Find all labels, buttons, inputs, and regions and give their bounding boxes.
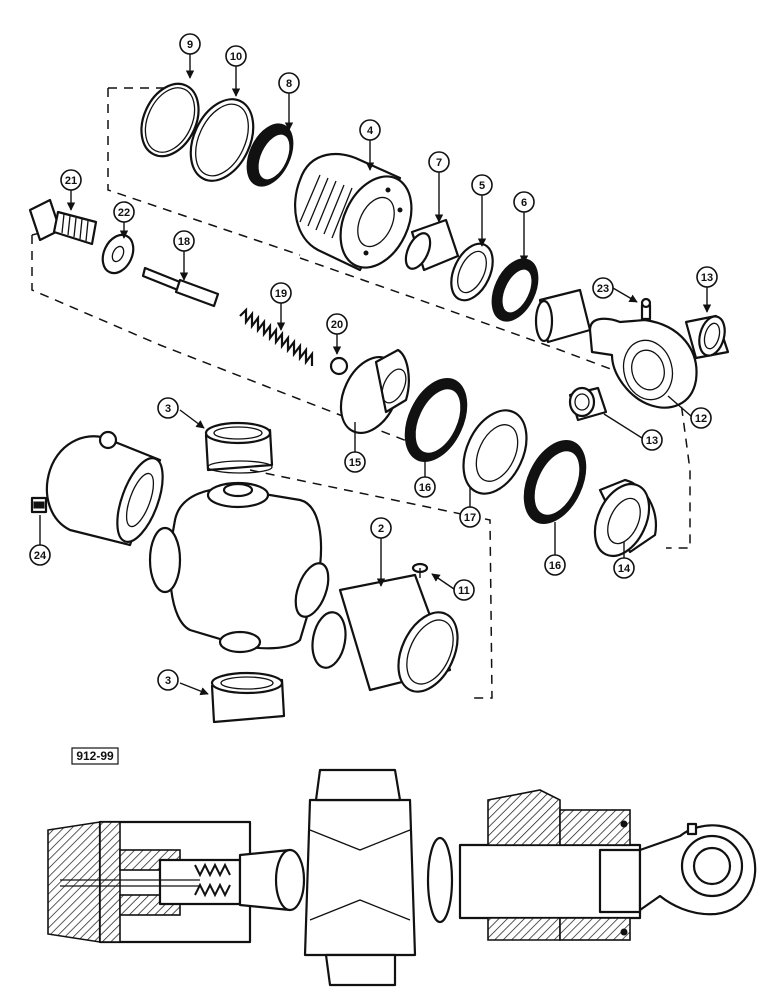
callout-17: 17	[459, 506, 481, 528]
callout-19: 19	[270, 282, 292, 304]
svg-text:23: 23	[597, 283, 609, 295]
callout-15: 15	[344, 451, 366, 473]
callout-5: 5	[471, 174, 493, 196]
part-18-pin	[141, 266, 220, 308]
svg-text:10: 10	[230, 51, 242, 63]
svg-text:19: 19	[275, 288, 287, 300]
svg-text:11: 11	[458, 585, 470, 597]
part-15-piston	[339, 348, 410, 434]
svg-text:912-99: 912-99	[76, 749, 114, 763]
svg-text:15: 15	[349, 457, 361, 469]
part-13-bushing-lower	[568, 386, 608, 422]
part-10-backup-ring	[189, 98, 255, 182]
svg-text:6: 6	[521, 197, 527, 209]
svg-text:4: 4	[367, 125, 374, 137]
part-21-bolt	[28, 198, 98, 246]
part-13-bushing-upper	[684, 314, 730, 360]
callout-20: 20	[326, 313, 348, 335]
svg-text:16: 16	[419, 482, 431, 494]
svg-text:5: 5	[479, 180, 485, 192]
part-2-barrel-tube	[311, 573, 459, 693]
svg-text:24: 24	[34, 550, 47, 562]
part-22-washer	[101, 233, 135, 275]
svg-text:8: 8	[286, 78, 292, 90]
svg-text:17: 17	[464, 512, 476, 524]
callout-18: 18	[173, 230, 195, 252]
part-12-rod-eye	[534, 288, 698, 409]
part-8-wiper-seal	[246, 123, 294, 187]
svg-text:16: 16	[549, 560, 561, 572]
sectional-assembly-view	[47, 768, 757, 987]
callout-3-upper: 3	[157, 397, 179, 419]
part-3-bushing-upper	[204, 421, 274, 474]
part-11-screw	[411, 562, 429, 578]
svg-text:9: 9	[187, 39, 193, 51]
svg-text:20: 20	[331, 319, 343, 331]
callout-14: 14	[613, 557, 635, 579]
svg-text:13: 13	[646, 435, 658, 447]
svg-text:3: 3	[165, 675, 171, 687]
leader-lines	[39, 54, 712, 696]
callout-11: 11	[453, 579, 475, 601]
part-7-bushing	[404, 218, 460, 272]
part-6-seal	[491, 258, 539, 322]
svg-text:12: 12	[695, 413, 707, 425]
callout-16-upper: 16	[414, 476, 436, 498]
callout-10: 10	[225, 45, 247, 67]
callout-4: 4	[359, 119, 381, 141]
callout-3-lower: 3	[157, 669, 179, 691]
trunnion-body	[148, 481, 330, 654]
callout-7: 7	[428, 151, 450, 173]
callout-9: 9	[179, 33, 201, 55]
callout-24: 24	[29, 544, 51, 566]
svg-text:18: 18	[178, 236, 190, 248]
callout-13-upper: 13	[696, 266, 718, 288]
callout-23: 23	[592, 277, 614, 299]
part-24-plug	[30, 496, 48, 514]
svg-text:7: 7	[436, 157, 442, 169]
cylinder-base-block	[45, 430, 164, 547]
part-16-piston-seal-upper	[404, 378, 468, 462]
callout-2: 2	[370, 517, 392, 539]
part-4-cylinder-head	[294, 152, 413, 272]
callout-13-lower: 13	[641, 429, 663, 451]
callout-22: 22	[113, 201, 135, 223]
callout-6: 6	[513, 191, 535, 213]
part-14-piston-nut	[593, 478, 658, 558]
callout-16-lower: 16	[544, 554, 566, 576]
svg-text:22: 22	[118, 207, 130, 219]
svg-text:14: 14	[618, 563, 631, 575]
part-17-ring	[462, 409, 528, 495]
callout-8: 8	[278, 72, 300, 94]
svg-text:3: 3	[165, 403, 171, 415]
figure-reference-box: 912-99	[71, 747, 119, 765]
part-5-seal	[450, 242, 494, 302]
svg-text:2: 2	[378, 523, 384, 535]
part-16-piston-seal-lower	[523, 440, 587, 524]
svg-text:13: 13	[701, 272, 713, 284]
part-19-spring	[239, 307, 314, 366]
callout-21: 21	[60, 169, 82, 191]
part-23-grease-fitting	[640, 297, 652, 321]
svg-text:21: 21	[65, 175, 77, 187]
part-3-bushing-lower	[210, 671, 286, 724]
callout-12: 12	[690, 407, 712, 429]
part-9-o-ring	[140, 82, 200, 158]
part-20-ball	[329, 356, 349, 376]
